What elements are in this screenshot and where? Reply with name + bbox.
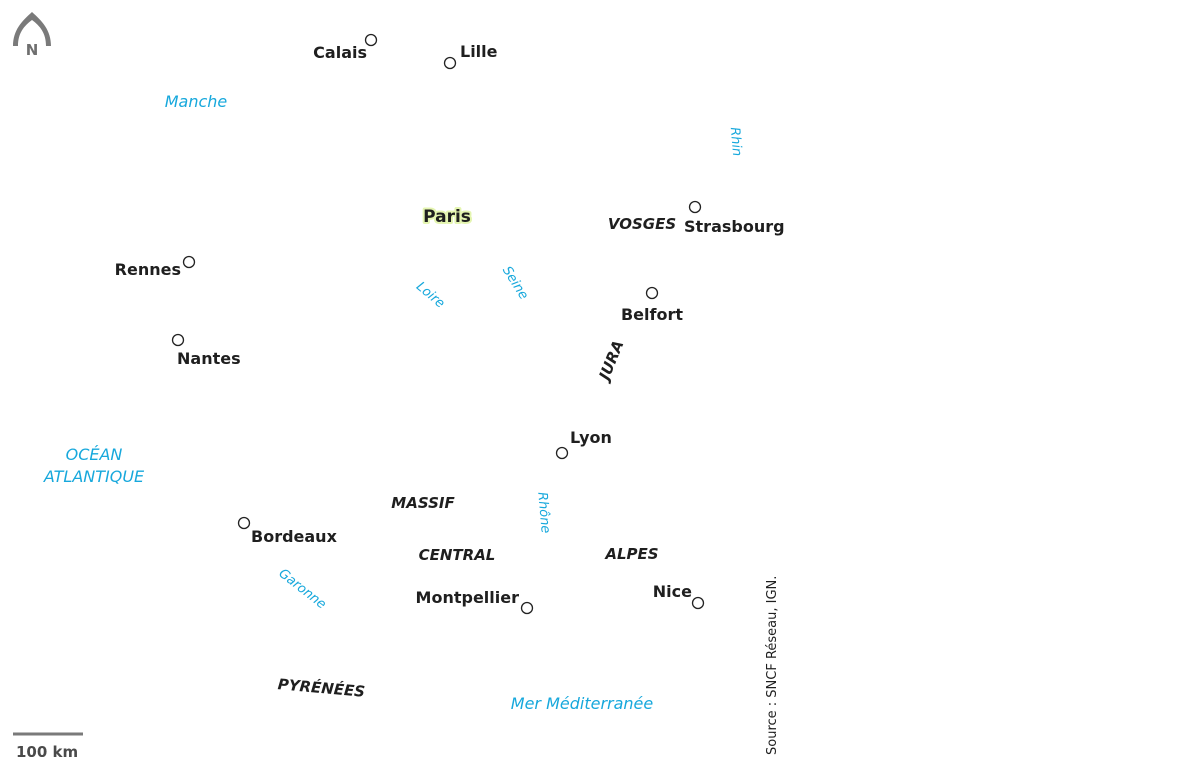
city-marker-nantes: [171, 333, 185, 347]
water-label-ocean-line-2: ATLANTIQUE: [43, 467, 145, 486]
north-arrow-icon: N: [13, 12, 51, 59]
city-label-lyon: Lyon: [570, 428, 612, 447]
scale-bar-label: 100 km: [16, 743, 78, 761]
city-label-strasbourg: Strasbourg: [684, 217, 785, 236]
city-label-nantes: Nantes: [177, 349, 241, 368]
city-marker-belfort: [645, 286, 659, 300]
water-label-manche: Manche: [165, 92, 228, 111]
city-marker-rennes: [182, 255, 196, 269]
city-label-rennes: Rennes: [115, 260, 181, 279]
river-label-seine: Seine: [499, 264, 531, 303]
river-label-rhin: Rhin: [727, 127, 744, 157]
city-label-montpellier: Montpellier: [416, 588, 520, 607]
river-label-loire: Loire: [413, 279, 447, 311]
north-letter: N: [26, 41, 39, 59]
source-note: Source : SNCF Réseau, IGN.: [765, 576, 780, 755]
relief-label-massif: MASSIF: [391, 494, 455, 512]
city-label-bordeaux: Bordeaux: [251, 527, 338, 546]
relief-label-pyrenees: PYRÉNÉES: [277, 674, 366, 701]
city-label-nice: Nice: [653, 582, 692, 601]
river-label-rhone: Rhône: [534, 491, 553, 534]
river-label-garonne: Garonne: [276, 566, 329, 612]
city-label-calais: Calais: [313, 43, 367, 62]
city-marker-bordeaux: [237, 516, 251, 530]
relief-label-alpes: ALPES: [604, 545, 658, 563]
city-marker-lille: [443, 56, 457, 70]
city-marker-montpellier: [520, 601, 534, 615]
city-marker-strasbourg: [688, 200, 702, 214]
water-label-ocean-line-1: OCÉAN: [66, 445, 123, 464]
water-label-mediterranee: Mer Méditerranée: [511, 694, 654, 713]
relief-label-central: CENTRAL: [419, 546, 496, 564]
capital-label-paris: Paris: [423, 207, 471, 227]
city-marker-nice: [691, 596, 705, 610]
relief-label-vosges: VOSGES: [608, 215, 676, 233]
city-label-lille: Lille: [460, 42, 498, 61]
scale-bar: 100 km: [13, 732, 83, 761]
city-marker-lyon: [555, 446, 569, 460]
city-marker-calais: [364, 33, 378, 47]
city-label-belfort: Belfort: [621, 305, 683, 324]
relief-label-jura: JURA: [594, 338, 627, 385]
